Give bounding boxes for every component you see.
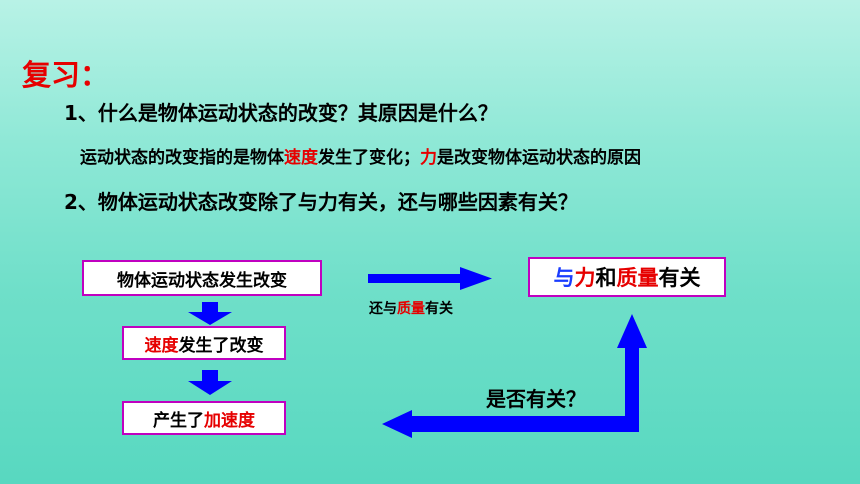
slide-title: 复习： xyxy=(22,58,110,92)
box4-force: 力 xyxy=(574,266,596,290)
box-acc-red: 加速度 xyxy=(204,410,255,431)
box-speed-rest: 发生了改变 xyxy=(178,335,264,356)
answer-text-2: 发生了变化； xyxy=(318,148,420,168)
box4-rest: 有关 xyxy=(658,266,701,290)
box4-blue: 与 xyxy=(553,266,575,290)
question-1: 1、什么是物体运动状态的改变？其原因是什么？ xyxy=(64,101,498,125)
answer-force: 力 xyxy=(420,148,437,168)
arrow-note: 还与质量有关 xyxy=(369,298,453,318)
note-mass: 质量 xyxy=(397,301,425,317)
box-state-change: 物体运动状态发生改变 xyxy=(82,260,322,296)
answer-text-1: 运动状态的改变指的是物体 xyxy=(80,148,284,168)
feedback-arrow xyxy=(382,314,647,438)
box-force-mass: 与力和质量有关 xyxy=(528,257,726,297)
box-speed-red: 速度 xyxy=(144,335,179,356)
box-state-change-label: 物体运动状态发生改变 xyxy=(117,270,287,291)
box4-and: 和 xyxy=(595,266,617,290)
down-arrow-1 xyxy=(188,302,232,325)
box-acceleration: 产生了加速度 xyxy=(122,401,286,435)
question-2: 2、物体运动状态改变除了与力有关，还与哪些因素有关？ xyxy=(64,190,578,214)
box4-mass: 质量 xyxy=(616,266,659,290)
down-arrow-2 xyxy=(188,370,232,395)
answer-1: 运动状态的改变指的是物体速度发生了变化；力是改变物体运动状态的原因 xyxy=(80,143,641,168)
note-prefix: 还与 xyxy=(369,301,397,317)
feedback-question: 是否有关？ xyxy=(486,387,586,411)
answer-text-3: 是改变物体运动状态的原因 xyxy=(437,148,641,168)
answer-speed: 速度 xyxy=(284,148,318,168)
right-arrow xyxy=(368,267,492,290)
box-speed-change: 速度发生了改变 xyxy=(122,326,286,360)
box-acc-prefix: 产生了 xyxy=(153,410,204,431)
note-suffix: 有关 xyxy=(425,301,453,317)
